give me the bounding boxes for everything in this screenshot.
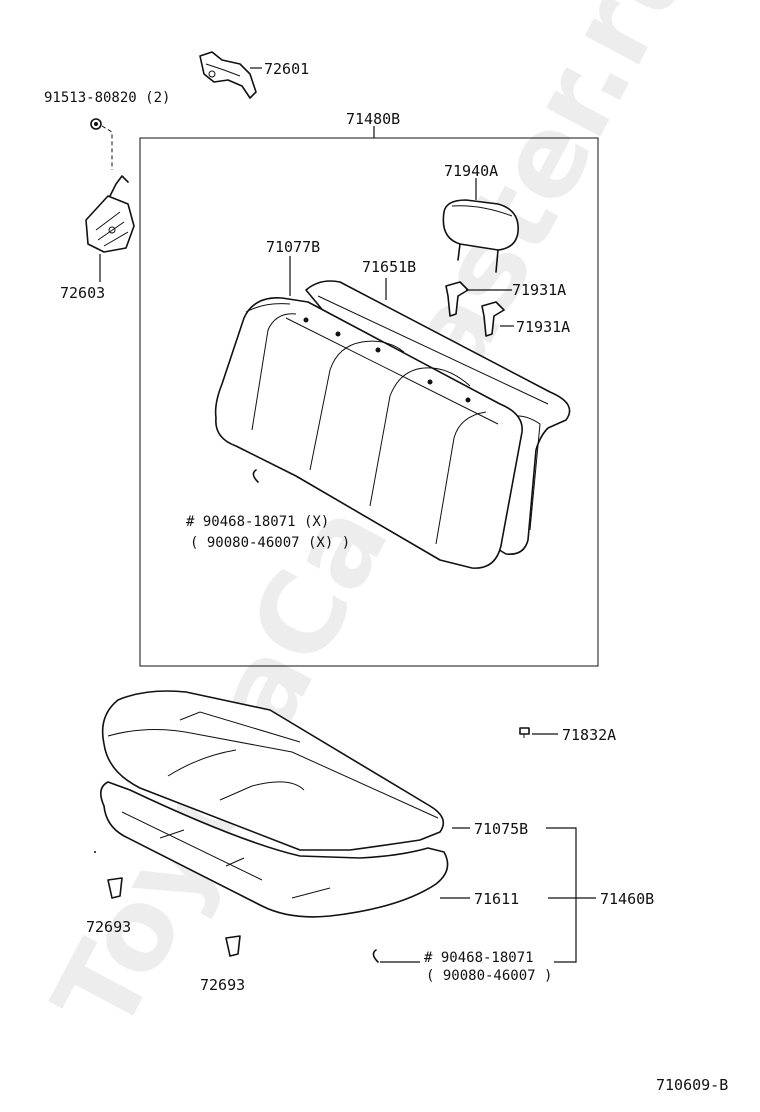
bolt-91513[interactable] bbox=[90, 118, 102, 130]
label-71931A-upper: 71931A bbox=[512, 281, 566, 299]
headrest-guide-71931A-upper[interactable] bbox=[445, 281, 469, 317]
label-clip-lower-1: # 90468-18071 bbox=[424, 950, 534, 966]
label-clip-upper-2: ( 90080-46007 (X) ) bbox=[190, 535, 350, 551]
label-71940A: 71940A bbox=[444, 162, 498, 180]
clip-71832A[interactable] bbox=[519, 727, 530, 738]
diagram-code: 710609-B bbox=[656, 1076, 728, 1094]
catch-72603[interactable] bbox=[85, 175, 135, 253]
label-71832A: 71832A bbox=[562, 726, 616, 744]
label-71611: 71611 bbox=[474, 890, 519, 908]
seat-cushion-pad-71611[interactable] bbox=[100, 781, 449, 918]
headrest-71940A[interactable] bbox=[442, 199, 519, 273]
label-72693-left: 72693 bbox=[86, 918, 131, 936]
hook-72693-left[interactable] bbox=[107, 877, 123, 899]
label-71651B: 71651B bbox=[362, 258, 416, 276]
bracket-72601[interactable] bbox=[199, 51, 257, 99]
label-71075B: 71075B bbox=[474, 820, 528, 838]
label-91513: 91513-80820 (2) bbox=[44, 90, 170, 106]
hook-72693-right[interactable] bbox=[225, 935, 241, 957]
hog-ring-clip-lower[interactable] bbox=[372, 949, 379, 963]
label-71480B: 71480B bbox=[346, 110, 400, 128]
headrest-guide-71931A-lower[interactable] bbox=[481, 301, 505, 337]
label-72603: 72603 bbox=[60, 284, 105, 302]
seatback-cover-71077B[interactable] bbox=[214, 297, 523, 569]
seatback-assembly-frame bbox=[139, 137, 599, 667]
label-71931A-lower: 71931A bbox=[516, 318, 570, 336]
label-clip-upper-1: # 90468-18071 (X) bbox=[186, 514, 329, 530]
label-clip-lower-2: ( 90080-46007 ) bbox=[426, 968, 552, 984]
label-71460B: 71460B bbox=[600, 890, 654, 908]
hog-ring-clip-upper[interactable] bbox=[252, 469, 259, 483]
label-72693-right: 72693 bbox=[200, 976, 245, 994]
label-71077B: 71077B bbox=[266, 238, 320, 256]
seat-cushion-cover-71075B[interactable] bbox=[101, 690, 445, 851]
label-72601: 72601 bbox=[264, 60, 309, 78]
